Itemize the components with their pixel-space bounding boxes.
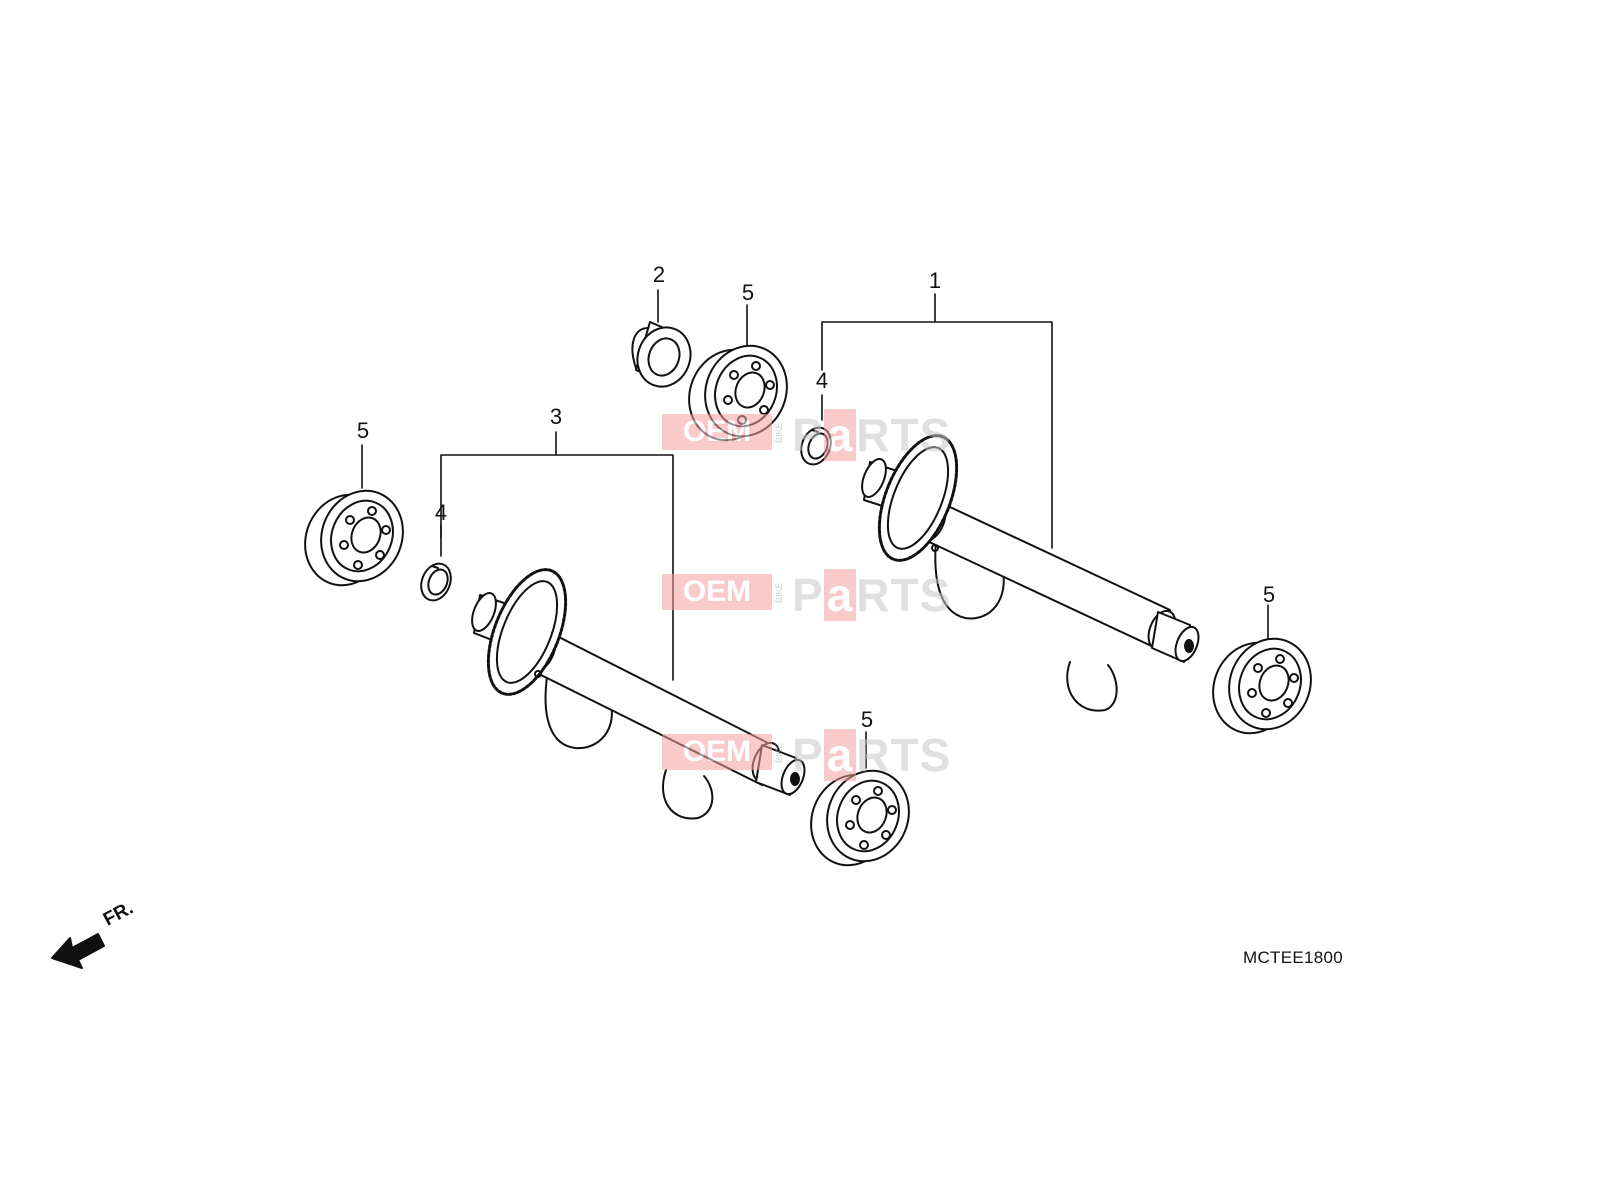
callout-5-bottom: 5 [860, 707, 874, 732]
watermark-oem: OEM [662, 414, 772, 450]
circlip-lower [420, 562, 452, 602]
diagram-code: MCTEE1800 [1243, 948, 1344, 967]
callout-4-lower: 4 [434, 500, 448, 525]
watermark-middle: OEM BIKE PaRTS [662, 569, 950, 621]
watermark-oem: OEM [662, 574, 772, 610]
callout-3: 3 [549, 404, 563, 429]
watermark-top: OEM BIKE PaRTS [662, 409, 950, 461]
watermark-parts: PaRTS [792, 409, 952, 461]
callout-2: 2 [652, 262, 666, 287]
callout-5-right: 5 [1262, 582, 1276, 607]
callout-5-top: 5 [741, 280, 755, 305]
watermark-bottom: OEM BIKE PaRTS [662, 729, 950, 781]
watermark-parts: PaRTS [792, 729, 952, 781]
front-direction-arrow [51, 933, 105, 969]
watermark-oem: OEM [662, 734, 772, 770]
bearing-right [1212, 637, 1312, 735]
watermark-bike: BIKE [774, 422, 784, 444]
balancer-shaft-part-1 [861, 434, 1200, 712]
callout-4-upper: 4 [815, 368, 829, 393]
watermark-bike: BIKE [774, 582, 784, 604]
callout-5-left: 5 [356, 418, 370, 443]
bearing-left [304, 489, 404, 587]
bearing-bottom [810, 769, 910, 867]
watermark-bike: BIKE [774, 742, 784, 764]
leader-part-1 [821, 293, 1053, 549]
leader-lines [361, 289, 1269, 769]
callout-1: 1 [928, 268, 942, 293]
leader-part-3 [440, 431, 674, 681]
watermark-parts: PaRTS [792, 569, 952, 621]
collar-part-2 [631, 321, 692, 388]
